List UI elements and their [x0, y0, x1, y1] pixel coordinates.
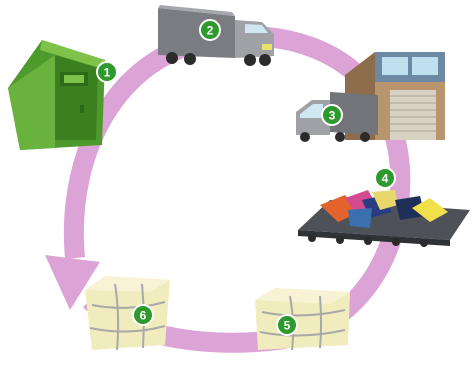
step-badge-1: 1 — [97, 62, 117, 82]
sorting-conveyor-icon — [298, 190, 470, 247]
step-number-1: 1 — [104, 66, 111, 80]
step-number-4: 4 — [382, 172, 389, 186]
clothing-bale-icon — [255, 288, 350, 350]
step-number-3: 3 — [329, 109, 336, 123]
step-number-2: 2 — [207, 24, 214, 38]
step-number-6: 6 — [140, 309, 147, 323]
warehouse-truck-icon — [296, 52, 445, 142]
step-badge-4: 4 — [375, 168, 395, 188]
step-badge-6: 6 — [133, 305, 153, 325]
collection-bin-icon — [8, 40, 105, 150]
clothing-bale-icon — [85, 276, 170, 350]
step-badge-5: 5 — [277, 315, 297, 335]
step-badge-3: 3 — [322, 105, 342, 125]
step-badge-2: 2 — [200, 20, 220, 40]
step-number-5: 5 — [284, 319, 291, 333]
